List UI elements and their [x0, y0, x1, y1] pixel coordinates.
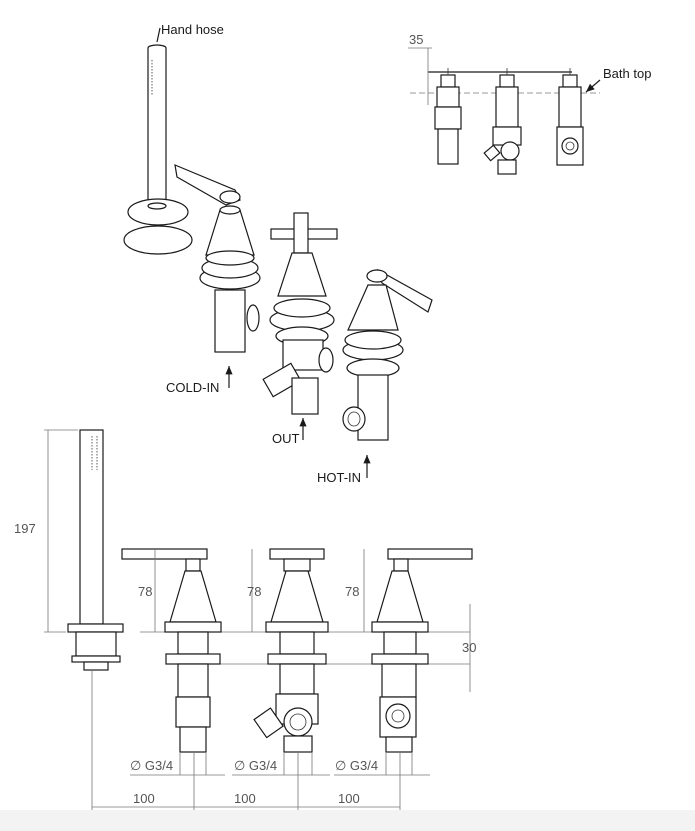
front-elevation — [44, 429, 473, 812]
bath-top-label: Bath top — [603, 66, 651, 81]
thread-right-dim: ∅ G3/4 — [335, 758, 378, 773]
riser-depth-dim: 35 — [409, 32, 423, 47]
handle-height-mid-dim: 78 — [247, 584, 261, 599]
mixer-valve — [262, 212, 338, 440]
spacing-1-dim: 100 — [133, 791, 155, 806]
deck-thickness-dim: 30 — [462, 640, 476, 655]
hand-hose-label: Hand hose — [161, 22, 224, 37]
cold-in-label: COLD-IN — [166, 380, 219, 395]
spacing-2-dim: 100 — [234, 791, 256, 806]
cold-valve — [174, 164, 261, 388]
hot-in-label: HOT-IN — [317, 470, 361, 485]
front-hand-hose — [67, 429, 124, 671]
isometric-view — [123, 27, 433, 478]
out-label: OUT — [272, 431, 300, 446]
install-elevation — [408, 47, 601, 175]
riser-right — [556, 68, 584, 166]
hot-valve — [342, 268, 433, 478]
front-cold-valve — [121, 548, 222, 753]
hand-hose — [123, 27, 193, 255]
spacing-3-dim: 100 — [338, 791, 360, 806]
front-hot-valve — [371, 548, 473, 753]
riser-middle — [483, 68, 522, 175]
riser-left — [434, 68, 462, 165]
handle-height-left-dim: 78 — [138, 584, 152, 599]
front-mixer-valve — [253, 548, 329, 753]
hose-height-dim: 197 — [14, 521, 36, 536]
bottom-strip — [0, 810, 695, 831]
thread-mid-dim: ∅ G3/4 — [234, 758, 277, 773]
thread-left-dim: ∅ G3/4 — [130, 758, 173, 773]
handle-height-right-dim: 78 — [345, 584, 359, 599]
